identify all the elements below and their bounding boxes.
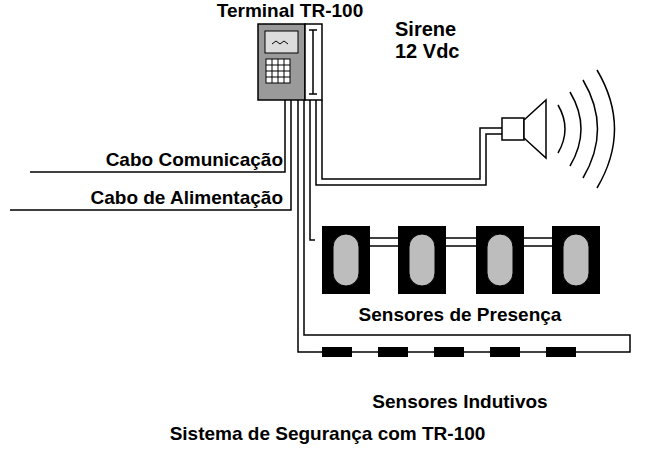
inductive-sensor-group: Sensores Indutivos bbox=[315, 340, 605, 412]
cable-label: Cabo de Alimentação bbox=[90, 187, 283, 208]
sensor-wire bbox=[524, 237, 552, 239]
power-cable bbox=[10, 100, 291, 210]
caption: Sistema de Segurança com TR-100 bbox=[0, 423, 655, 444]
sensor-wire bbox=[446, 237, 476, 239]
siren-speaker bbox=[502, 70, 615, 188]
terminal-device bbox=[258, 24, 322, 100]
wire-connector bbox=[310, 100, 315, 240]
wire-connector bbox=[316, 100, 486, 185]
sensor-wire bbox=[370, 237, 398, 239]
sensor-wire bbox=[446, 245, 476, 247]
sensor-wire bbox=[370, 245, 398, 247]
node-label: Sensores de Presença bbox=[359, 304, 562, 325]
siren-box: Sirene 12 Vdc bbox=[395, 18, 545, 160]
sensor-wire bbox=[524, 245, 552, 247]
presence-sensor-group: Sensores de Presença bbox=[315, 222, 605, 325]
node-label: Sirene 12 Vdc bbox=[395, 18, 477, 62]
inductive-sensors bbox=[322, 347, 576, 357]
wire-connector bbox=[298, 100, 315, 352]
node-label: Terminal TR-100 bbox=[217, 0, 363, 21]
communication-cable bbox=[30, 100, 285, 172]
wires bbox=[10, 100, 630, 352]
siren-wire bbox=[322, 100, 502, 179]
presence-sensors bbox=[322, 226, 600, 294]
cable-label: Cabo Comunicação bbox=[106, 149, 283, 170]
terminal-box: Terminal TR-100 bbox=[200, 0, 380, 100]
node-label: Sensores Indutivos bbox=[372, 391, 547, 412]
siren-wire bbox=[486, 134, 502, 160]
